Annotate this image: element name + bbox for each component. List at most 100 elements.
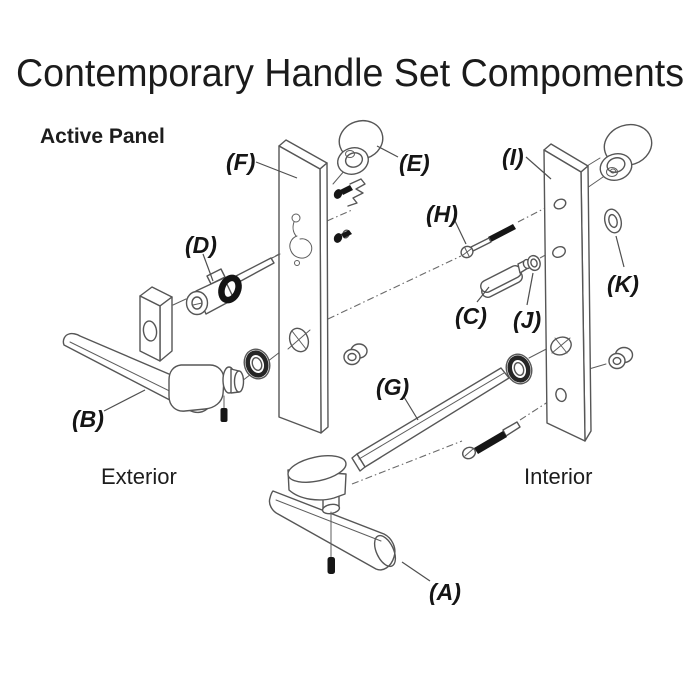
washer-k [603,208,623,234]
part-label-j: (J) [513,307,541,333]
screw-thread [341,230,352,238]
screw-b-slot [464,448,474,457]
keyhole-bowl [289,235,313,259]
tailpiece-tip [271,253,281,259]
iplate-hole-big [550,336,572,356]
plate-screw-hole [287,327,311,353]
iplate-hole-cross [551,337,571,354]
part-label-f: (F) [226,149,255,175]
iknob-center [610,168,616,174]
block-front-face [139,295,161,362]
leader-g [403,396,419,421]
iplate-hole-top [553,198,567,210]
screw-head [333,233,343,243]
spindle [351,367,510,472]
spindle-chamfer [358,372,505,460]
leader-k [615,235,625,268]
screw-h [460,224,516,259]
active-panel-label: Active Panel [40,125,165,148]
exterior-lever-handle [62,332,245,422]
exterior-rose [243,348,271,380]
part-label-g: (G) [376,374,409,400]
ispacer-hole [612,356,622,366]
screw-hole-cross [287,329,311,350]
ilever-end-cap [373,534,397,568]
screw-b-tip [502,421,521,437]
iplate-spindle-hole [550,336,572,356]
iplate-hole-mid [552,246,566,258]
spacer-face [343,348,361,366]
irose-inner [513,361,525,377]
part-label-h: (H) [426,201,458,227]
barrel-end-cap [233,370,245,393]
interior-rose [505,353,533,385]
plate-front-face [278,145,322,434]
part-label-d: (D) [185,232,217,258]
interior-knob [599,123,653,182]
ilever-bar [268,490,396,571]
ispacer-face [608,352,626,370]
cylinder-rubber-ring [218,274,242,304]
knob-inner-ring [344,152,364,168]
interior-label: Interior [524,464,592,489]
irose-band [507,355,531,383]
part-label-c: (C) [455,303,487,329]
leader-f [255,161,298,179]
iknob-washer [606,167,618,177]
washer-j [527,254,541,272]
axis-bottom-screw [351,440,463,485]
axis-guard-block [172,298,187,306]
interior-spacer [608,346,634,370]
exterior-escutcheon-plate [278,139,329,434]
block-side-face [159,296,173,362]
part-label-a: (A) [429,579,461,605]
keyhole-cutout [289,213,313,266]
clip-screw-thread [340,185,353,195]
part-label-e: (E) [399,150,430,176]
interior-lever-handle [268,455,397,574]
handle-barrel [168,364,225,412]
retainer-clip [347,178,366,207]
spacer-washer-exterior [343,343,368,366]
exterior-knob [337,119,384,175]
washer-k-outer [603,208,623,234]
rose-band [245,350,269,378]
screw-h-thread [488,224,516,242]
leader-j [526,272,534,306]
leader-b [103,389,146,412]
cylinder-cam [206,268,226,285]
cylinder-guard-block [139,286,173,362]
screw-h-drive [462,247,472,257]
lock-cylinder [185,253,281,316]
exterior-label: Exterior [101,464,177,489]
part-label-i: (I) [502,144,524,170]
leader-h [454,220,467,245]
set-screw-interior [327,557,335,574]
screw-b-thread [474,431,507,454]
cylinder-tailpiece [235,257,275,283]
page-title: Contemporary Handle Set Compoments [16,52,684,95]
part-label-k: (K) [607,271,639,297]
cylinder-face [185,290,209,316]
leader-c [476,286,490,303]
rose-inner [251,356,263,372]
screw-hole-oval [288,327,310,353]
clip-screw-head [333,189,343,199]
interior-escutcheon-plate [543,143,592,442]
axis-screw-h [327,255,462,320]
leader-lines [103,145,625,582]
spacer-hole [347,352,357,362]
leader-i [525,156,552,180]
axis-clip-screw [326,209,353,222]
washer-j-inner [530,258,538,268]
block-oval-hole [142,320,158,342]
clip-screw [333,178,366,207]
leader-d [202,253,214,282]
keyhole-top [291,213,301,223]
knob-tab [345,150,355,158]
leader-a [401,561,431,582]
ilever-boss-top [287,455,347,483]
axis-interior-spacer [588,363,607,370]
leader-e [376,145,399,158]
mounting-screw-bottom [461,421,521,460]
